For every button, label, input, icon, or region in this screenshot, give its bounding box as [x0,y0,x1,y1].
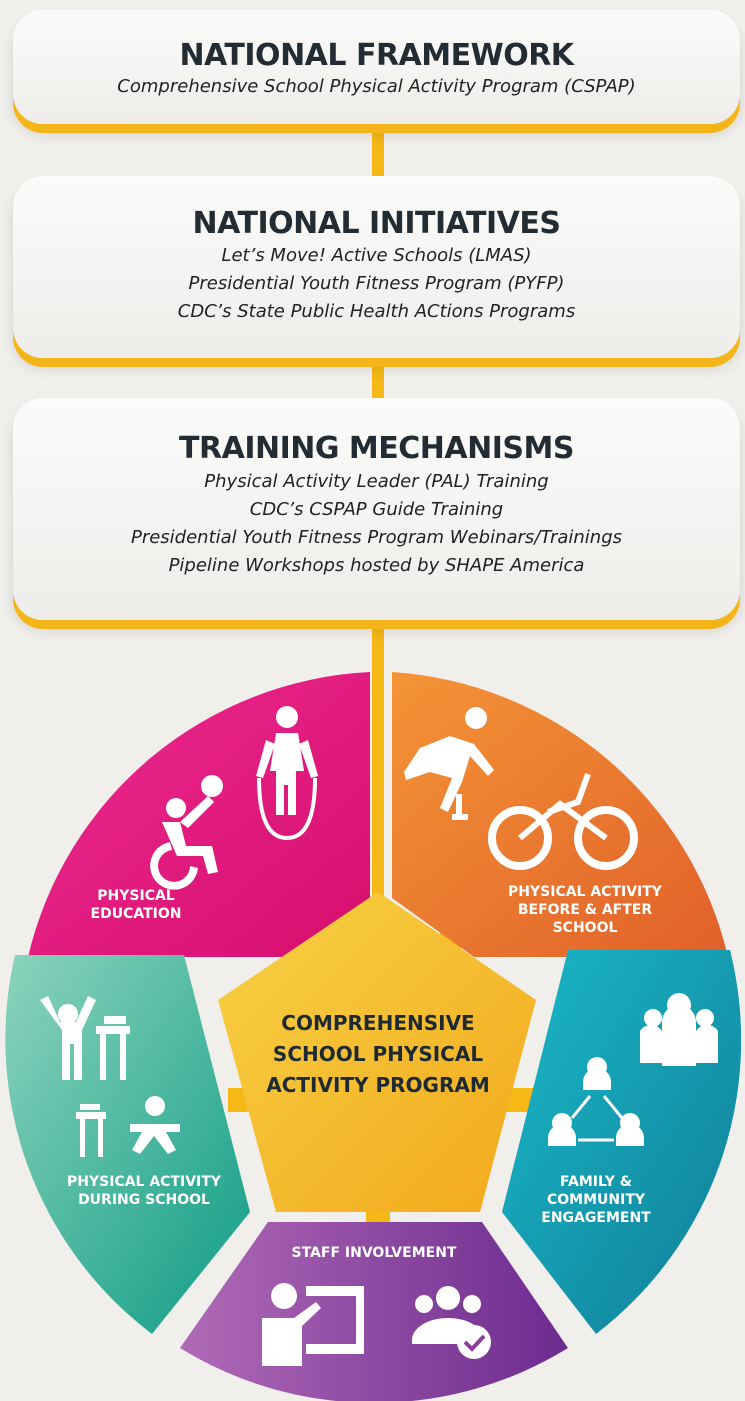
training-line: Presidential Youth Fitness Program Webin… [130,527,623,548]
cspap-wheel: COMPREHENSIVE SCHOOL PHYSICAL ACTIVITY P… [5,672,742,1401]
training-line: CDC’s CSPAP Guide Training [249,499,504,520]
framework-line: Comprehensive School Physical Activity P… [117,76,636,97]
national-initiatives-box: NATIONAL INITIATIVES Let’s Move! Active … [13,176,740,358]
training-mechanisms-box: TRAINING MECHANISMS Physical Activity Le… [13,398,740,620]
initiative-line: Presidential Youth Fitness Program (PYFP… [188,273,565,294]
training-mechanisms-title: TRAINING MECHANISMS [179,431,574,466]
initiative-line: Let’s Move! Active Schools (LMAS) [221,245,532,266]
center-label: COMPREHENSIVE SCHOOL PHYSICAL ACTIVITY P… [266,1011,490,1097]
segment-label: COMMUNITY [547,1192,646,1208]
connector-line [372,350,384,410]
connector-line [372,615,384,915]
segment-label: PHYSICAL ACTIVITY [67,1174,222,1190]
center-label-line: COMPREHENSIVE [281,1011,474,1035]
segment-label: EDUCATION [91,906,182,922]
segment-label: BEFORE & AFTER [518,902,653,918]
training-line: Physical Activity Leader (PAL) Training [204,471,549,492]
recumbent-bike-icon [488,772,638,870]
network-icon [548,1057,644,1146]
initiative-line: CDC’s State Public Health ACtions Progra… [177,301,576,322]
desk-stretch-icon [76,1096,180,1157]
connector-line [372,120,384,190]
national-framework-box: NATIONAL FRAMEWORK Comprehensive School … [13,10,740,124]
group-icon [640,993,718,1066]
segment-before-after-school [392,672,728,957]
person-desk-icon [40,996,130,1080]
segment-label: PHYSICAL [97,888,175,904]
segment-during-school [5,955,250,1334]
center-label-line: ACTIVITY PROGRAM [266,1073,490,1097]
center-pentagon [218,892,536,1212]
segment-label: FAMILY & [560,1174,632,1190]
national-initiatives-title: NATIONAL INITIATIVES [192,206,561,241]
center-label-line: SCHOOL PHYSICAL [273,1042,483,1066]
segment-label: PHYSICAL ACTIVITY [508,884,663,900]
approved-team-icon [412,1286,491,1359]
presenter-icon [262,1283,364,1366]
prosthetic-runner-icon [404,707,494,820]
jump-rope-icon [256,706,318,841]
segment-label: STAFF INVOLVEMENT [292,1245,457,1261]
segment-label: DURING SCHOOL [78,1192,210,1208]
wheelchair-ball-icon [150,775,223,890]
segment-label: ENGAGEMENT [541,1210,651,1226]
national-framework-title: NATIONAL FRAMEWORK [179,38,574,73]
segment-label: SCHOOL [553,920,618,936]
training-line: Pipeline Workshops hosted by SHAPE Ameri… [168,555,585,576]
